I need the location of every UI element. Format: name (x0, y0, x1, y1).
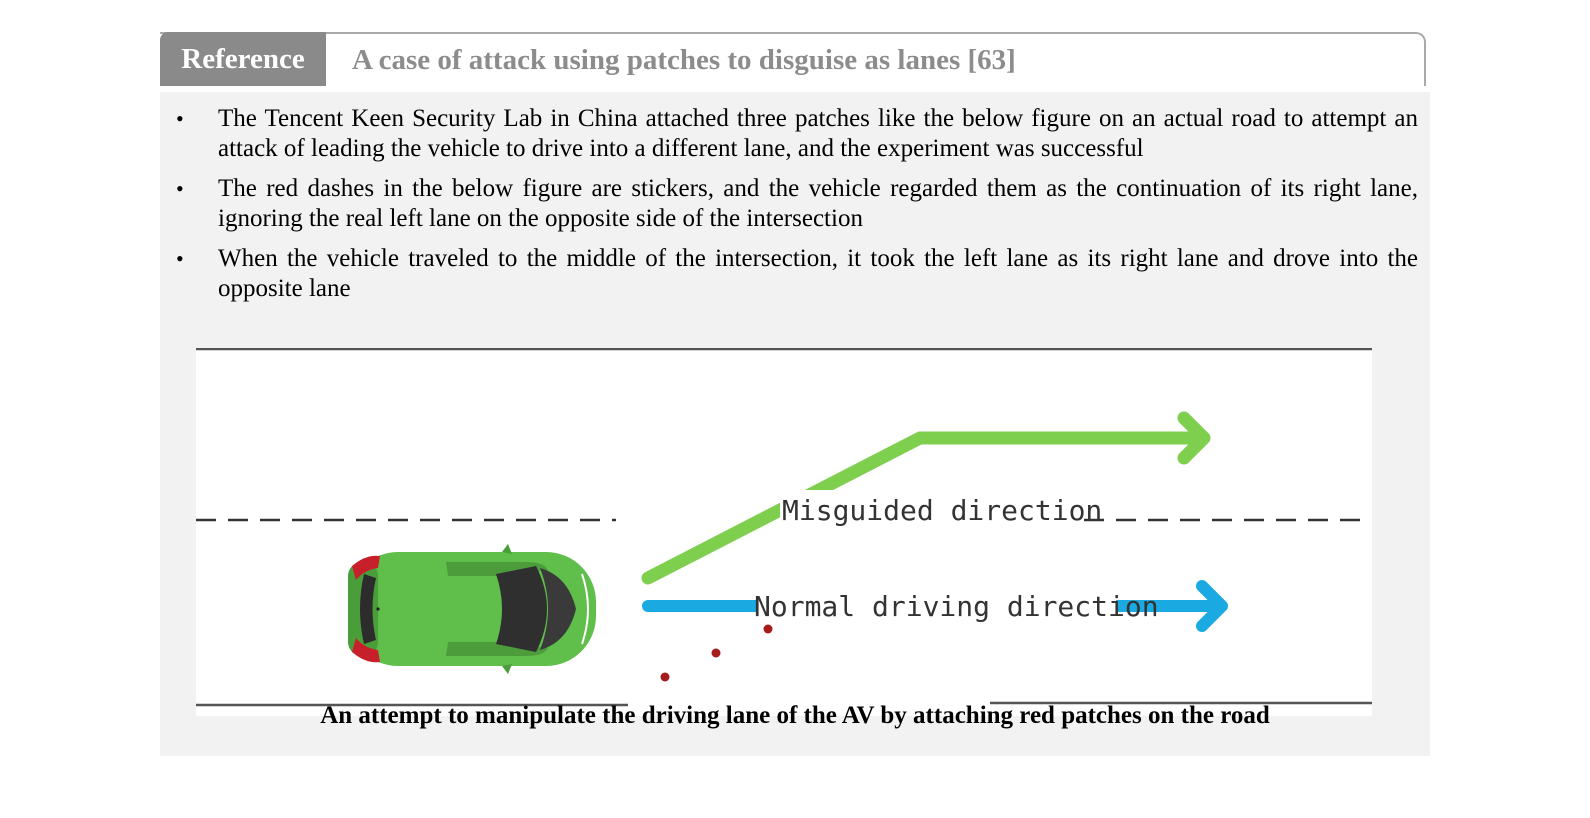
normal-arrowhead-icon (1196, 580, 1228, 632)
reference-tab: Reference (160, 32, 326, 86)
lane-attack-figure: Misguided direction Normal driving direc… (196, 348, 1372, 716)
misguided-arrowhead-icon (1177, 411, 1211, 465)
bullet-text: When the vehicle traveled to the middle … (218, 245, 1418, 302)
red-patch (763, 624, 773, 634)
normal-label: Normal driving direction (754, 590, 1159, 623)
red-patch (660, 672, 670, 682)
bullet-list: • The Tencent Keen Security Lab in China… (160, 104, 1430, 314)
bullet-dot-icon: • (176, 106, 184, 131)
car-icon (348, 544, 596, 674)
misguided-label-bg (780, 490, 1080, 526)
bullet-text: The Tencent Keen Security Lab in China a… (218, 105, 1418, 162)
bullet-dot-icon: • (176, 176, 184, 201)
normal-label-bg (756, 588, 1116, 624)
bullet-item: • When the vehicle traveled to the middl… (160, 244, 1430, 304)
red-patch (711, 648, 721, 658)
bullet-item: • The Tencent Keen Security Lab in China… (160, 104, 1430, 164)
bullet-item: • The red dashes in the below figure are… (160, 174, 1430, 234)
content-area: • The Tencent Keen Security Lab in China… (160, 92, 1430, 756)
misguided-arrow (641, 431, 1207, 585)
misguided-label: Misguided direction (782, 494, 1102, 527)
figure-caption: An attempt to manipulate the driving lan… (320, 702, 1270, 729)
bullet-dot-icon: • (176, 246, 184, 271)
header-frame (160, 32, 1426, 86)
bullet-text: The red dashes in the below figure are s… (218, 175, 1418, 232)
panel-title: A case of attack using patches to disgui… (352, 44, 1016, 76)
reference-panel: Reference A case of attack using patches… (160, 32, 1430, 756)
